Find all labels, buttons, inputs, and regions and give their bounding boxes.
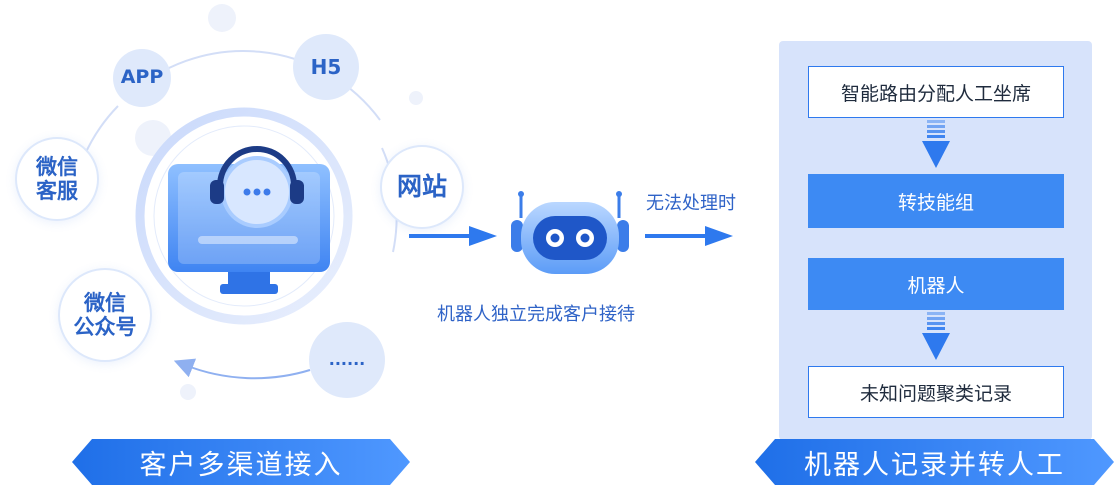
condition-label: 无法处理时: [646, 193, 736, 214]
channel-more: ......: [309, 322, 385, 398]
channel-website: 网站: [380, 145, 464, 229]
channel-h5: H5: [293, 34, 359, 100]
arrow-down-icon: [922, 120, 950, 168]
channel-wechat-service: 微信 客服: [15, 137, 99, 221]
monitor-headset-icon: [168, 146, 330, 294]
arrow-down-icon: [922, 312, 950, 360]
robot-icon: [511, 191, 629, 274]
robot-caption: 机器人独立完成客户接待: [437, 304, 635, 325]
step-route-to-agent: 智能路由分配人工坐席: [808, 66, 1064, 118]
step-unknown-question-log: 未知问题聚类记录: [808, 366, 1064, 418]
channel-wechat-official: 微信 公众号: [58, 268, 152, 362]
arrow-right-icon: [645, 226, 733, 246]
left-banner: 客户多渠道接入: [72, 439, 410, 485]
step-robot: 机器人: [808, 258, 1064, 310]
right-banner: 机器人记录并转人工: [755, 439, 1114, 485]
channel-app: APP: [113, 49, 171, 107]
arrow-right-icon: [409, 226, 497, 246]
step-skill-group: 转技能组: [808, 174, 1064, 228]
